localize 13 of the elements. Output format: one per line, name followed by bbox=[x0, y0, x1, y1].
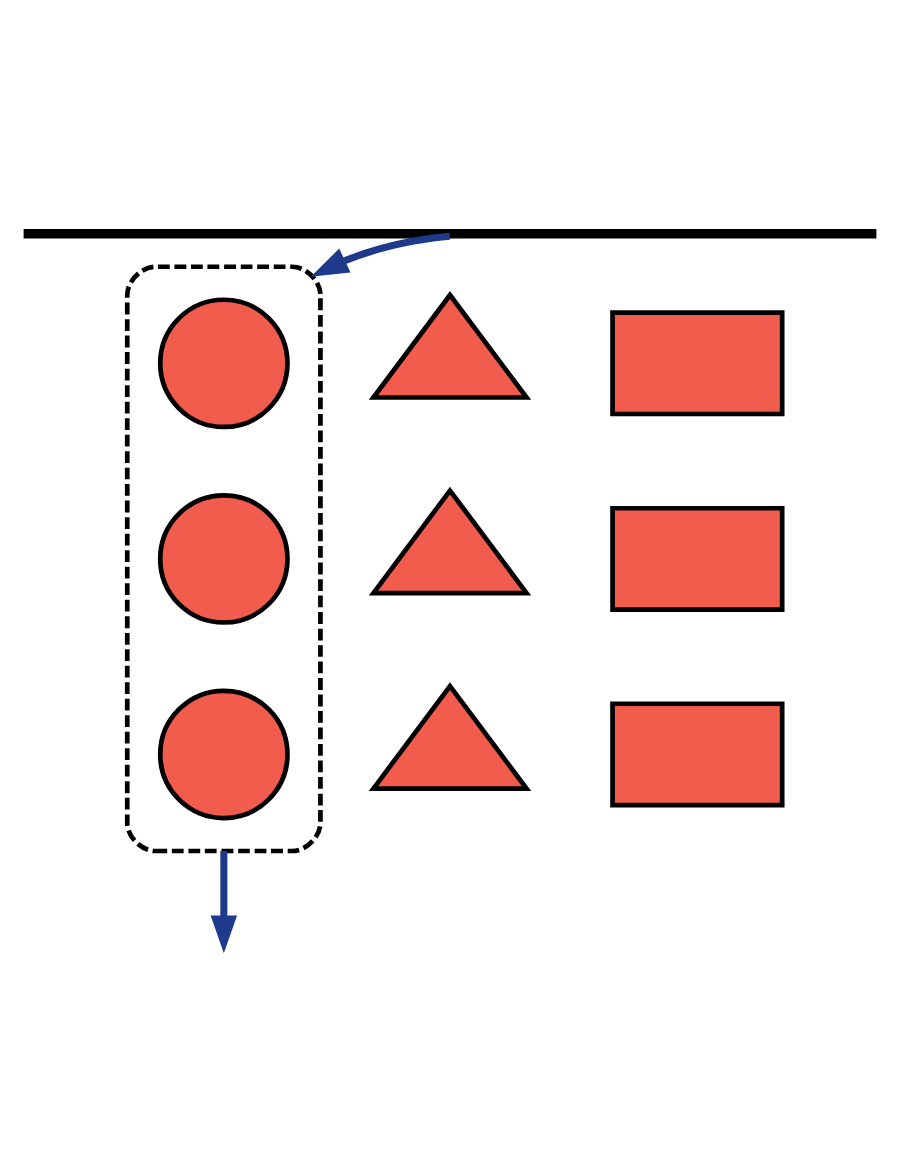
node-triangle bbox=[368, 682, 532, 791]
node-bar bbox=[23, 229, 877, 239]
node-triangle bbox=[368, 291, 532, 400]
node-box bbox=[610, 310, 785, 417]
node-circle bbox=[157, 688, 290, 821]
arrow bbox=[210, 851, 238, 954]
node-box bbox=[610, 701, 785, 808]
node-circle bbox=[157, 492, 290, 625]
arrow bbox=[310, 232, 451, 277]
node-circle bbox=[157, 297, 290, 430]
cluster bbox=[124, 264, 323, 854]
node-box bbox=[610, 505, 785, 612]
node-triangle bbox=[368, 486, 532, 596]
